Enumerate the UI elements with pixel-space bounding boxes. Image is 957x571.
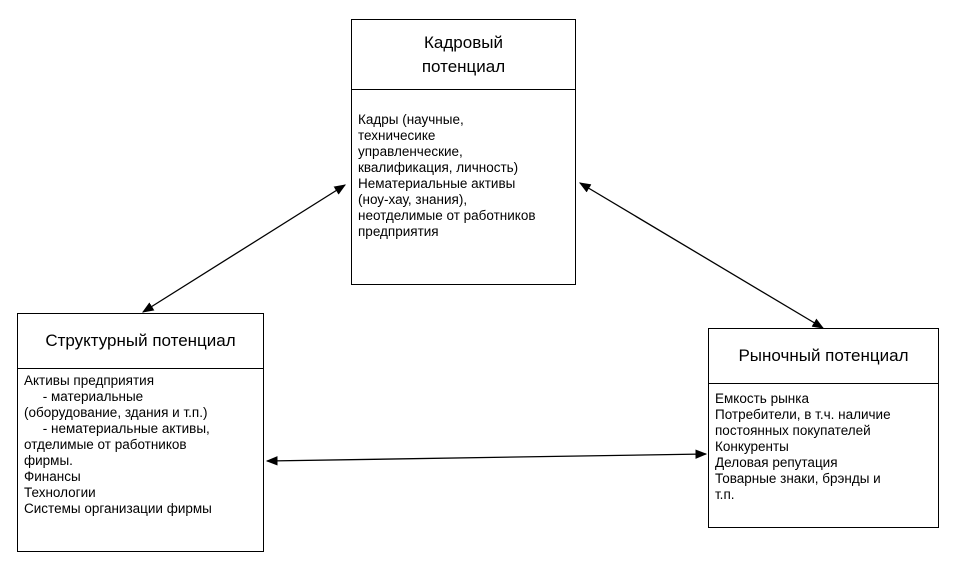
text-line: постоянных покупателей (715, 423, 871, 438)
box-market-potential-title: Рыночный потенциал (709, 329, 938, 384)
box-personnel-potential-title: Кадровый потенциал (352, 20, 575, 90)
box-structural-potential-body: Активы предприятия - материальные (обору… (18, 369, 263, 521)
text-line: - материальные (24, 389, 144, 404)
text-line: (оборудование, здания и т.п.) (24, 405, 208, 420)
text-line: Товарные знаки, брэнды и (715, 471, 881, 486)
arrow-kadr-market (578, 182, 825, 329)
text-line: фирмы. (24, 453, 73, 468)
title-line: потенциал (421, 56, 506, 76)
text-line: Системы организации фирмы (24, 501, 212, 516)
text-line: неотделимые от работников (358, 208, 536, 223)
text-line: т.п. (715, 487, 735, 502)
arrow-kadr-struct (142, 184, 346, 313)
box-structural-potential: Структурный потенциал Активы предприятия… (17, 313, 264, 552)
text-line: техничесике (358, 128, 436, 143)
title-line: Кадровый (424, 32, 503, 52)
text-line: квалификация, личность) (358, 160, 519, 175)
box-personnel-potential-body: Кадры (научные, техничесике управленческ… (352, 90, 575, 244)
text-line: (ноу-хау, знания), (358, 192, 468, 207)
text-line: Конкуренты (715, 439, 789, 454)
text-line: Кадры (научные, (358, 112, 464, 127)
text-line: Активы предприятия (24, 373, 155, 388)
text-line: отделимые от работников (24, 437, 187, 452)
text-line: предприятия (358, 224, 439, 239)
box-market-potential-body: Емкость рынка Потребители, в т.ч. наличи… (709, 384, 938, 507)
text-line: управленческие, (358, 144, 463, 159)
text-line: Финансы (24, 469, 81, 484)
arrow-struct-market (265, 449, 708, 466)
text-line: Потребители, в т.ч. наличие (715, 407, 891, 422)
text-line: - нематериальные активы, (24, 421, 210, 436)
box-personnel-potential: Кадровый потенциал Кадры (научные, техни… (351, 19, 576, 285)
text-line: Технологии (24, 485, 96, 500)
text-line: Емкость рынка (715, 391, 809, 406)
box-structural-potential-title: Структурный потенциал (18, 314, 263, 369)
text-line: Деловая репутация (715, 455, 838, 470)
text-line: Нематериальные активы (358, 176, 516, 191)
box-market-potential: Рыночный потенциал Емкость рынка Потреби… (708, 328, 939, 528)
